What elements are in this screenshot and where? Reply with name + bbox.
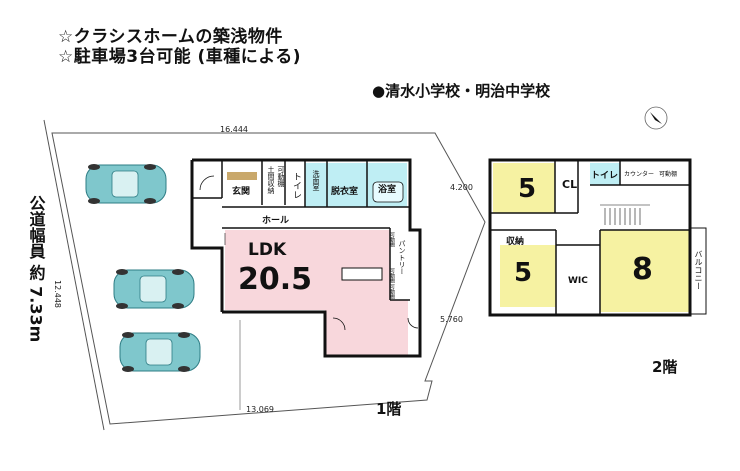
room-cl: CL — [562, 178, 578, 191]
f1-outer-left — [190, 160, 224, 312]
toilet2-fill — [590, 163, 620, 185]
car-3 — [119, 332, 201, 372]
car-2 — [113, 269, 195, 309]
ldk-label: LDK — [248, 240, 287, 260]
shelf-2f: 可動棚 — [659, 171, 678, 178]
f1-outer-top — [192, 158, 422, 358]
shelf-1: 可動棚 — [389, 232, 395, 247]
genkan-step — [227, 172, 257, 180]
bathtub — [372, 181, 404, 203]
room5b-fill — [500, 245, 556, 307]
counter-label: カウンター — [624, 171, 655, 178]
shelf-3: 可動棚 — [389, 284, 395, 299]
room-toilet-1f: トイレ — [291, 172, 301, 199]
room-toilet-2f: トイレ — [591, 171, 619, 181]
room-8: 8 — [632, 252, 653, 287]
dim-left: 12.448 — [53, 280, 62, 308]
kitchen-counter — [341, 267, 383, 281]
road-width-label: 公道幅員 約 7.33m — [16, 195, 56, 347]
floor1-label: 1階 — [376, 400, 402, 418]
door-arc-1 — [199, 175, 215, 191]
room-hall: ホール — [262, 216, 290, 226]
washroom-fill — [305, 163, 327, 207]
room-pantry: パントリー — [398, 240, 406, 275]
ldk-fill — [225, 230, 408, 356]
dim-bottom: 13.069 — [246, 405, 274, 414]
room-wic: WIC — [568, 276, 588, 286]
dressing-fill — [327, 163, 367, 207]
room-5a: 5 — [518, 174, 537, 204]
room-storage-top: 土間収納 — [267, 166, 275, 194]
dim-right-top: 4.200 — [450, 183, 473, 192]
room-dressing: 脱衣室 — [331, 187, 359, 197]
school-info: ●清水小学校・明治中学校 — [372, 82, 551, 100]
door-arc-3 — [407, 317, 419, 329]
header-line-1: ☆クラシスホームの築浅物件 — [58, 27, 283, 47]
room8-fill — [600, 230, 690, 312]
shelf-entry: 可動棚 — [277, 166, 285, 187]
car-1 — [85, 164, 167, 204]
site-boundary — [51, 132, 486, 425]
room-storage-2f: 収納 — [506, 237, 525, 247]
dim-top: 16.444 — [220, 125, 248, 134]
room5a-fill — [493, 163, 555, 213]
room-5b: 5 — [514, 258, 533, 288]
balcony — [689, 227, 707, 315]
compass-icon — [644, 106, 668, 130]
dim-right-bottom: 5.760 — [440, 315, 463, 324]
room-washroom: 洗面室 — [312, 170, 320, 191]
door-arc-2 — [332, 317, 346, 331]
balcony-label: バルコニー — [694, 250, 703, 290]
shelf-2: 可動棚 — [389, 268, 395, 283]
room-genkan: 玄関 — [232, 187, 251, 197]
ldk-size: 20.5 — [238, 262, 313, 297]
stairs-2f — [600, 204, 650, 225]
road-width-text: 公道幅員 約 7.33m — [26, 195, 46, 343]
site-line-left — [43, 119, 105, 431]
header-line-2: ☆駐車場3台可能 (車種による) — [58, 47, 302, 67]
room-bath: 浴室 — [378, 185, 397, 195]
floor2-label: 2階 — [652, 358, 678, 376]
